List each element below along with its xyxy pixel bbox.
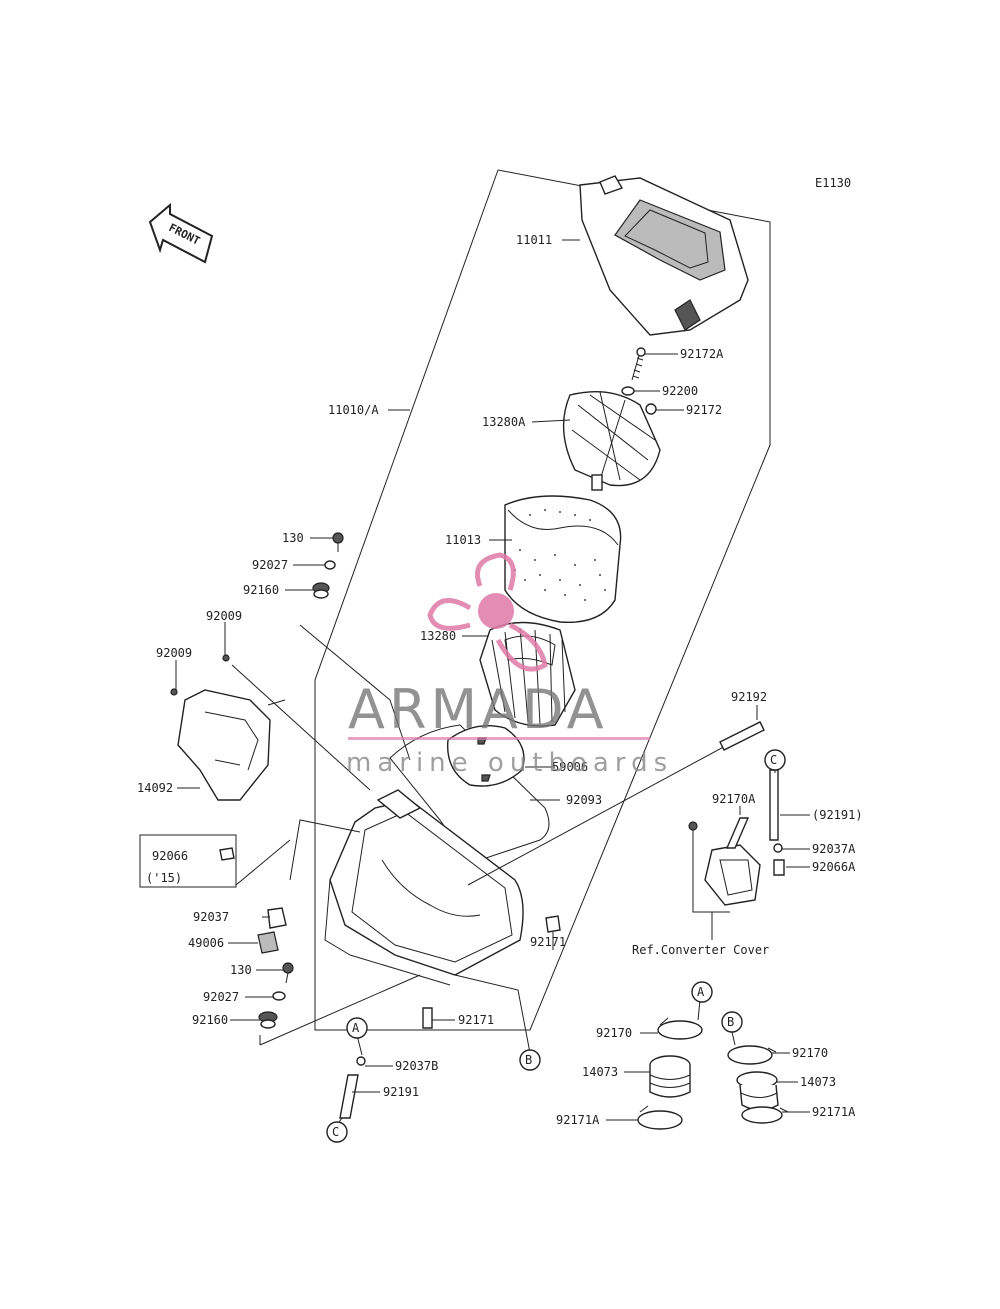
svg-text:A: A	[352, 1021, 360, 1035]
collar-92027-bottom-icon	[272, 991, 286, 1001]
label-92066: 92066	[152, 849, 188, 863]
label-14073-right: 14073	[800, 1075, 836, 1089]
label-92009-a: 92009	[206, 609, 242, 623]
label-11013: 11013	[445, 533, 481, 547]
grommet-92160-top-icon	[312, 582, 330, 599]
svg-text:C: C	[332, 1125, 339, 1139]
air-cleaner-cover-icon	[579, 175, 749, 336]
label-49006: 49006	[188, 936, 224, 950]
diagram-code: E1130	[815, 176, 851, 190]
label-92027-top: 92027	[252, 558, 288, 572]
label-92037: 92037	[193, 910, 229, 924]
screw-92172-icon	[645, 403, 657, 415]
tube-92191-icon	[339, 1074, 359, 1119]
label-14092: 14092	[137, 781, 173, 795]
front-arrow-icon: FRONT	[148, 202, 214, 264]
callout-A-top: A	[691, 981, 713, 1003]
label-92191: 92191	[383, 1085, 419, 1099]
label-92037A: 92037A	[812, 842, 856, 856]
label-92192: 92192	[731, 690, 767, 704]
label-92171-right: 92171	[530, 935, 566, 949]
flame-arrester-59006-icon	[446, 725, 525, 787]
label-92027-bottom: 92027	[203, 990, 239, 1004]
label-92171A-left: 92171A	[556, 1113, 600, 1127]
spring-92170A-icon	[725, 817, 750, 849]
fitting-49006-icon	[257, 931, 279, 954]
label-ref-converter-cover: Ref.Converter Cover	[632, 943, 769, 957]
label-92066A: 92066A	[812, 860, 856, 874]
clamp-92037-icon	[267, 907, 287, 929]
label-92037B: 92037B	[395, 1059, 438, 1073]
svg-text:B: B	[525, 1053, 532, 1067]
label-13280: 13280	[420, 629, 456, 643]
screw-92009-a-icon	[222, 654, 230, 662]
watermark-title: ARMADA	[348, 678, 608, 741]
filter-element-11013-icon	[504, 495, 622, 624]
converter-cover-icon	[704, 844, 761, 906]
clamp-92037A-icon	[773, 843, 783, 853]
clamp-92171A-left-icon	[637, 1105, 683, 1130]
label-92172A: 92172A	[680, 347, 724, 361]
label-130-top: 130	[282, 531, 304, 545]
assembly-outline	[314, 169, 771, 1031]
clip-92171-bottom-icon	[422, 1007, 433, 1029]
air-box-housing-icon	[324, 789, 524, 986]
label-92191-paren: (92191)	[812, 808, 863, 822]
plug-92066A-icon	[773, 859, 785, 876]
label-14073-left: 14073	[582, 1065, 618, 1079]
hose-92192-icon	[467, 729, 756, 886]
leader-lines	[175, 239, 810, 1126]
bolt-130-top-icon	[332, 532, 344, 544]
label-92171A-right: 92171A	[812, 1105, 856, 1119]
clamp-92170-right-icon	[727, 1045, 777, 1065]
label-92093: 92093	[566, 793, 602, 807]
label-92009-b: 92009	[156, 646, 192, 660]
watermark: ARMADA marine outboards	[346, 552, 673, 778]
svg-text:A: A	[697, 985, 705, 999]
year-variant-box	[139, 834, 237, 888]
label-92200: 92200	[662, 384, 698, 398]
callout-C-bottom: C	[326, 1121, 348, 1143]
collar-92027-top-icon	[324, 560, 336, 570]
duct-14092-icon	[177, 689, 286, 801]
label-92160-top: 92160	[243, 583, 279, 597]
part-labels: 11011 92172A 92200 92172 11010/A 13280A …	[137, 233, 863, 1127]
callout-A-bottom: A	[346, 1017, 368, 1039]
svg-text:C: C	[770, 753, 777, 767]
clamp-92037B-icon	[356, 1056, 366, 1066]
label-92160-bottom: 92160	[192, 1013, 228, 1027]
label-11010A: 11010/A	[328, 403, 379, 417]
label-92172: 92172	[686, 403, 722, 417]
callout-B-bottom: B	[519, 1049, 541, 1071]
grommet-92160-bottom-icon	[258, 1011, 278, 1029]
hose-14073-right-icon	[736, 1071, 779, 1111]
watermark-subtitle: marine outboards	[346, 748, 673, 778]
plug-92066-icon	[219, 847, 235, 861]
label-92170A: 92170A	[712, 792, 756, 806]
label-92170-right: 92170	[792, 1046, 828, 1060]
clamp-92171A-right-icon	[741, 1106, 789, 1124]
label-59006: 59006	[552, 760, 588, 774]
clip-92171-right-icon	[545, 915, 561, 933]
tube-92191-paren-icon	[769, 769, 779, 841]
filter-frame-13280A-icon	[562, 390, 661, 491]
svg-text:B: B	[727, 1015, 734, 1029]
label-92171-bottom: 92171	[458, 1013, 494, 1027]
label-11011: 11011	[516, 233, 552, 247]
label-13280A: 13280A	[482, 415, 526, 429]
armada-logo-icon	[427, 552, 548, 672]
callout-C-right: C	[764, 749, 786, 771]
hose-14073-left-icon	[649, 1055, 691, 1098]
screw-92009-b-icon	[170, 688, 178, 696]
washer-92200-icon	[621, 386, 635, 396]
bolt-130-bottom-icon	[282, 962, 294, 974]
label-130-bottom: 130	[230, 963, 252, 977]
clamp-92170-left-icon	[657, 1017, 703, 1040]
callout-B-right: B	[721, 1011, 743, 1033]
bolt-92172A-icon	[631, 347, 646, 381]
label-92170-left: 92170	[596, 1026, 632, 1040]
label-year-15: ('15)	[146, 871, 182, 885]
